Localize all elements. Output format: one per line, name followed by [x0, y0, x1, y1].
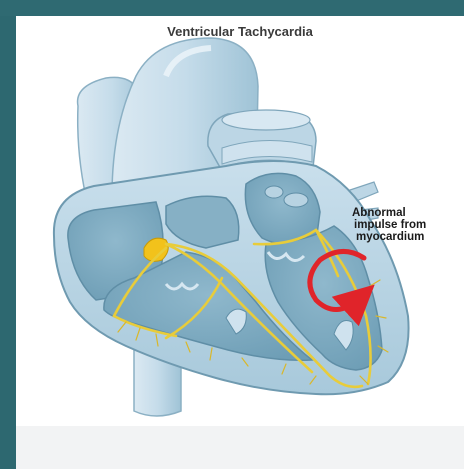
- figure-footer: [16, 426, 464, 469]
- frame-border: [0, 0, 464, 16]
- figure-card: Ventricular Tachycardia: [16, 16, 464, 469]
- abnormal-impulse-label: Abnormal impulse from myocardium: [352, 207, 462, 243]
